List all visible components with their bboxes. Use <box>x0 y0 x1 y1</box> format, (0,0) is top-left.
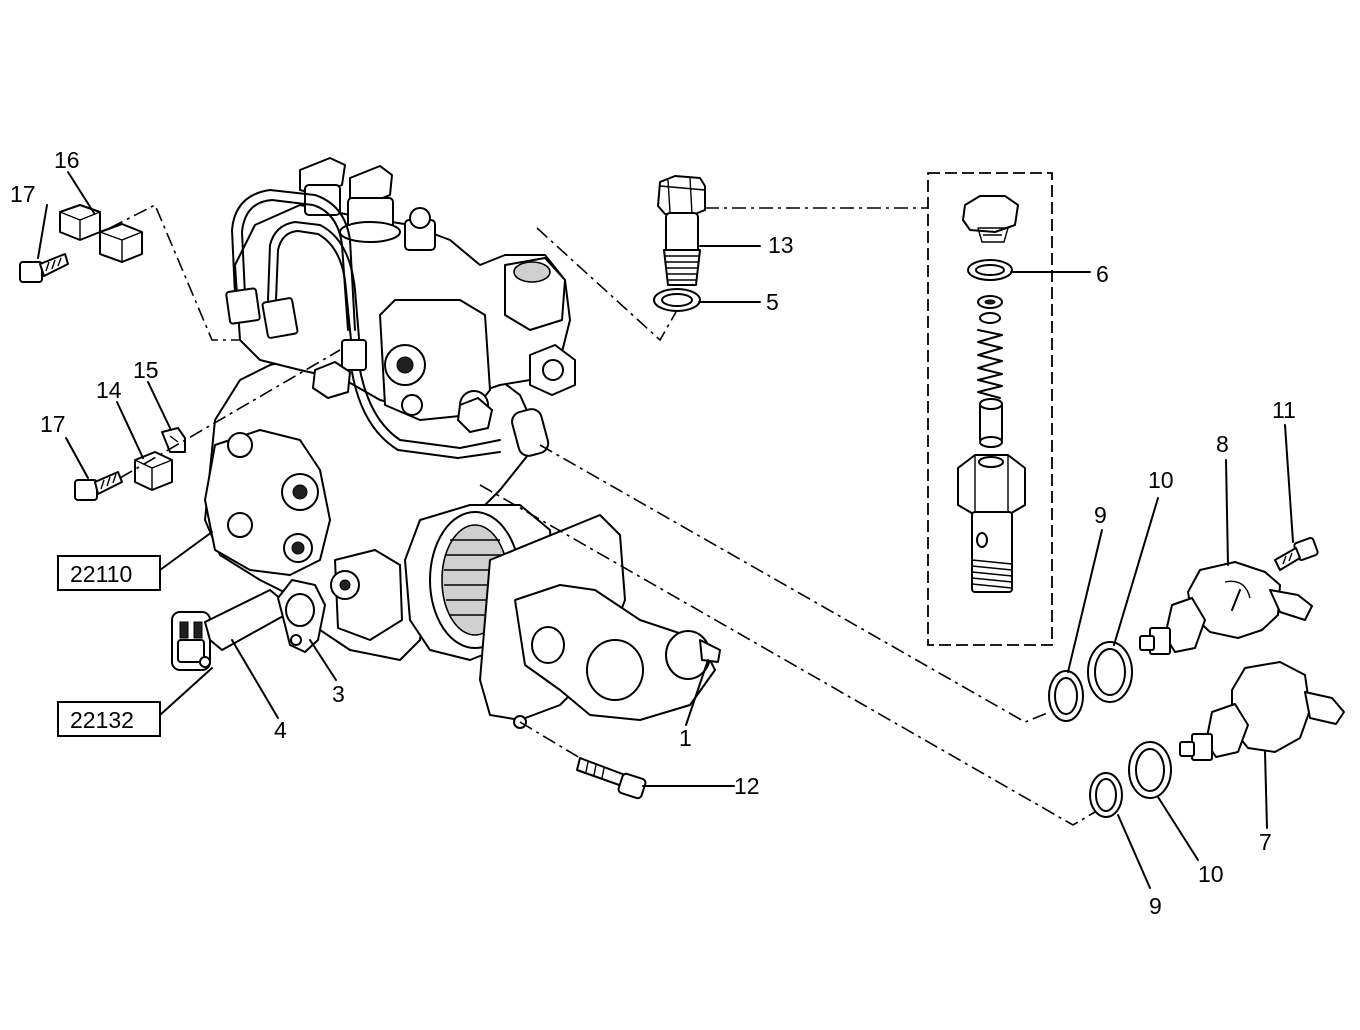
callout-16: 16 <box>54 147 80 173</box>
gasket-3 <box>277 579 326 653</box>
seal-block-16 <box>59 204 143 263</box>
callout-15: 15 <box>133 357 159 383</box>
callout-17-upper: 17 <box>10 181 36 207</box>
reference-pump-number: 22110 <box>70 561 132 587</box>
o-ring-10-lower <box>1128 741 1172 799</box>
callout-13: 13 <box>768 232 794 258</box>
reference-box-pump <box>57 555 161 591</box>
callout-10-upper: 10 <box>1148 467 1174 493</box>
o-ring-10-upper <box>1087 641 1133 703</box>
callout-3: 3 <box>332 681 345 707</box>
callout-17-lower: 17 <box>40 411 66 437</box>
callout-12: 12 <box>734 773 760 799</box>
callout-9-lower: 9 <box>1149 893 1162 919</box>
clip-15 <box>161 427 186 453</box>
callout-1: 1 <box>679 725 692 751</box>
screw-11 <box>1274 536 1319 571</box>
delivery-valve-13 <box>657 175 706 286</box>
callout-11: 11 <box>1272 397 1296 423</box>
callout-5: 5 <box>766 289 779 315</box>
screw-17-upper <box>19 253 69 283</box>
speed-sensor-4 <box>171 589 286 671</box>
leader-lines <box>37 171 1294 889</box>
callout-9-upper: 9 <box>1094 502 1107 528</box>
callout-14: 14 <box>96 377 122 403</box>
injection-pump-body <box>204 157 721 729</box>
reference-box-sensor <box>57 701 161 737</box>
o-ring-9-lower <box>1089 772 1123 818</box>
sealing-washer-5 <box>653 288 701 312</box>
screw-17-lower <box>74 471 123 501</box>
callout-7: 7 <box>1259 829 1272 855</box>
reference-sensor-number: 22132 <box>70 707 134 733</box>
callout-6: 6 <box>1096 261 1109 287</box>
bolt-12 <box>576 757 647 800</box>
callout-4: 4 <box>274 717 287 743</box>
o-ring-9-upper <box>1048 670 1084 722</box>
seal-block-14 <box>134 451 173 491</box>
stop-solenoid-8 <box>1139 561 1313 655</box>
callout-8: 8 <box>1216 431 1229 457</box>
callout-10-lower: 10 <box>1198 861 1224 887</box>
stop-solenoid-7 <box>1179 661 1345 761</box>
delivery-valve-exploded-view <box>927 172 1053 646</box>
